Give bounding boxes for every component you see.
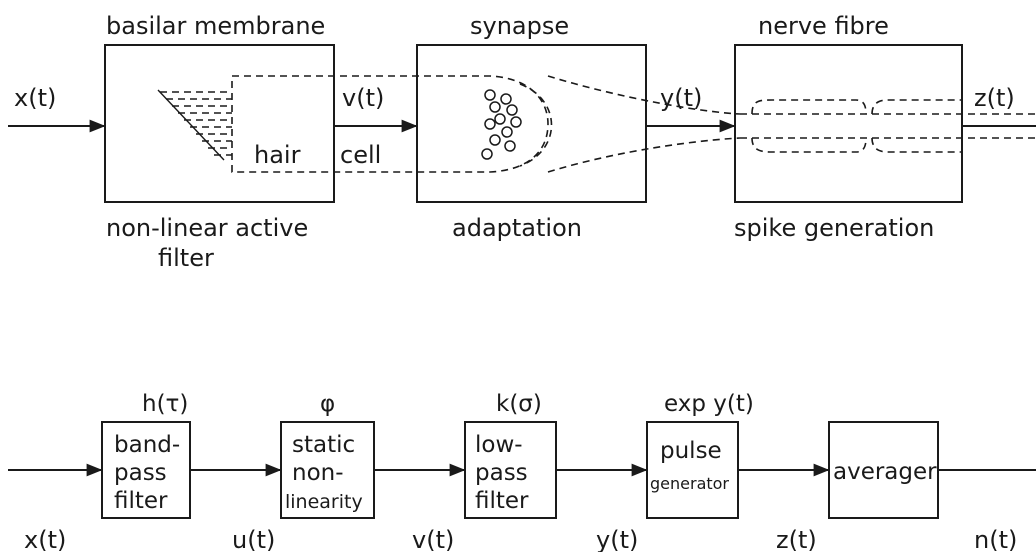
synapse-box xyxy=(416,44,647,203)
signal-v: v(t) xyxy=(412,526,454,552)
low-pass-line-2: pass xyxy=(475,460,528,486)
averager-label: averager xyxy=(833,459,937,485)
band-pass-line-1: band- xyxy=(114,432,180,458)
basilar-membrane-title: basilar membrane xyxy=(106,12,325,40)
static-nonlinearity-block xyxy=(280,421,375,519)
nerve-fibre-box xyxy=(734,44,963,203)
band-pass-line-2: pass xyxy=(114,460,167,486)
signal-z: z(t) xyxy=(776,526,817,552)
y-label: y(t) xyxy=(660,84,702,112)
low-pass-kernel-label: k(σ) xyxy=(496,391,542,417)
band-pass-filter-block xyxy=(101,421,191,519)
pulse-generator-block xyxy=(646,421,739,519)
nerve-caption: spike generation xyxy=(734,214,934,242)
low-pass-filter-block xyxy=(464,421,557,519)
v-label: v(t) xyxy=(342,84,384,112)
hair-cell-outline xyxy=(231,75,549,173)
synaptic-vesicles xyxy=(481,89,522,160)
nerve-fibre-title: nerve fibre xyxy=(758,12,889,40)
signal-y: y(t) xyxy=(596,526,638,552)
myelin-segment-1-lower xyxy=(751,137,867,153)
pulse-line-1: pulse xyxy=(660,438,722,464)
low-pass-line-1: low- xyxy=(475,432,523,458)
static-line-2: non- xyxy=(292,460,344,486)
nonlinearity-symbol: φ xyxy=(320,391,335,417)
basilar-caption-2: filter xyxy=(158,244,214,272)
nerve-fibre-lower xyxy=(547,137,741,173)
pulse-rate-label: exp y(t) xyxy=(664,391,754,417)
functional-model: h(τ) φ k(σ) exp y(t) band- pass filter s… xyxy=(8,391,1036,552)
myelin-segment-1 xyxy=(751,99,867,115)
hair-label: hair xyxy=(254,141,301,169)
band-pass-line-3: filter xyxy=(114,488,168,514)
physiological-model: basilar membrane synapse nerve fibre x(t… xyxy=(8,12,1036,272)
signal-u: u(t) xyxy=(232,526,275,552)
input-label: x(t) xyxy=(14,84,56,112)
signal-x: x(t) xyxy=(24,526,66,552)
synaptic-cleft xyxy=(519,83,553,167)
basilar-membrane-box xyxy=(104,44,335,203)
myelin-segment-2 xyxy=(871,99,962,115)
myelin-segment-2-lower xyxy=(871,137,962,153)
nerve-fibre-upper xyxy=(547,75,741,115)
pulse-line-2: generator xyxy=(650,474,729,493)
z-label: z(t) xyxy=(974,84,1015,112)
averager-block xyxy=(828,421,939,519)
basilar-caption-1: non-linear active xyxy=(106,214,308,242)
basilar-membrane-hatching xyxy=(157,89,232,161)
static-line-3: linearity xyxy=(285,491,363,513)
low-pass-line-3: filter xyxy=(475,488,529,514)
synapse-caption: adaptation xyxy=(452,214,582,242)
cell-label: cell xyxy=(340,141,381,169)
signal-n: n(t) xyxy=(974,526,1017,552)
synapse-title: synapse xyxy=(470,12,569,40)
band-pass-kernel-label: h(τ) xyxy=(142,391,188,417)
static-line-1: static xyxy=(292,432,355,458)
